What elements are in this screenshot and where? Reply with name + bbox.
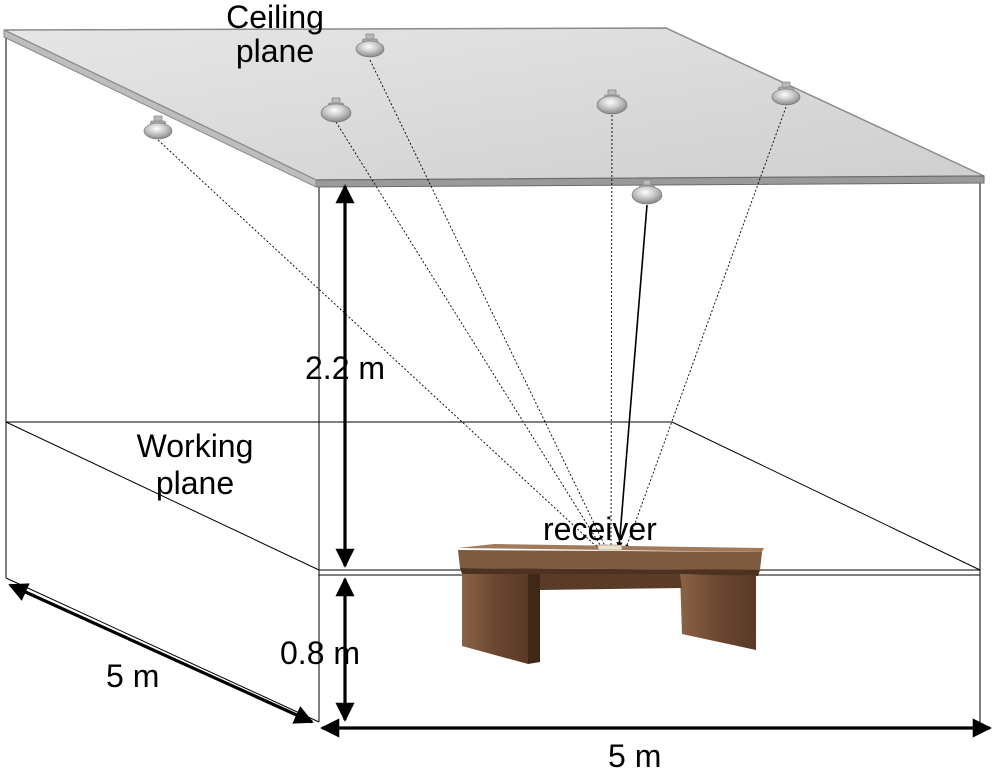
depth-label: 5 m <box>106 658 160 694</box>
ceiling-plane <box>3 27 985 188</box>
width-label: 5 m <box>608 738 662 774</box>
working-plane-label: Working plane <box>100 428 290 502</box>
working-label-line2: plane <box>155 465 235 501</box>
height-upper-label: 2.2 m <box>305 350 386 386</box>
led-bulb-icon <box>596 89 628 115</box>
led-bulb-icon <box>320 97 352 123</box>
receiver-label: receiver <box>543 511 657 547</box>
ceiling-label-line1: Ceiling <box>226 0 324 35</box>
light-rays <box>157 59 787 549</box>
desk-icon <box>458 544 764 664</box>
led-bulb-icon <box>771 81 801 106</box>
led-bulb-icon <box>143 115 173 140</box>
led-bulb-icon <box>631 179 663 205</box>
led-bulb-icon <box>355 33 385 58</box>
working-label-line1: Working <box>136 428 254 464</box>
dimension-arrows <box>8 184 992 738</box>
height-lower-label: 0.8 m <box>280 635 361 671</box>
ceiling-label-line2: plane <box>235 33 315 69</box>
ceiling-plane-label: Ceiling plane <box>200 0 350 68</box>
depth-arrow <box>8 583 314 724</box>
